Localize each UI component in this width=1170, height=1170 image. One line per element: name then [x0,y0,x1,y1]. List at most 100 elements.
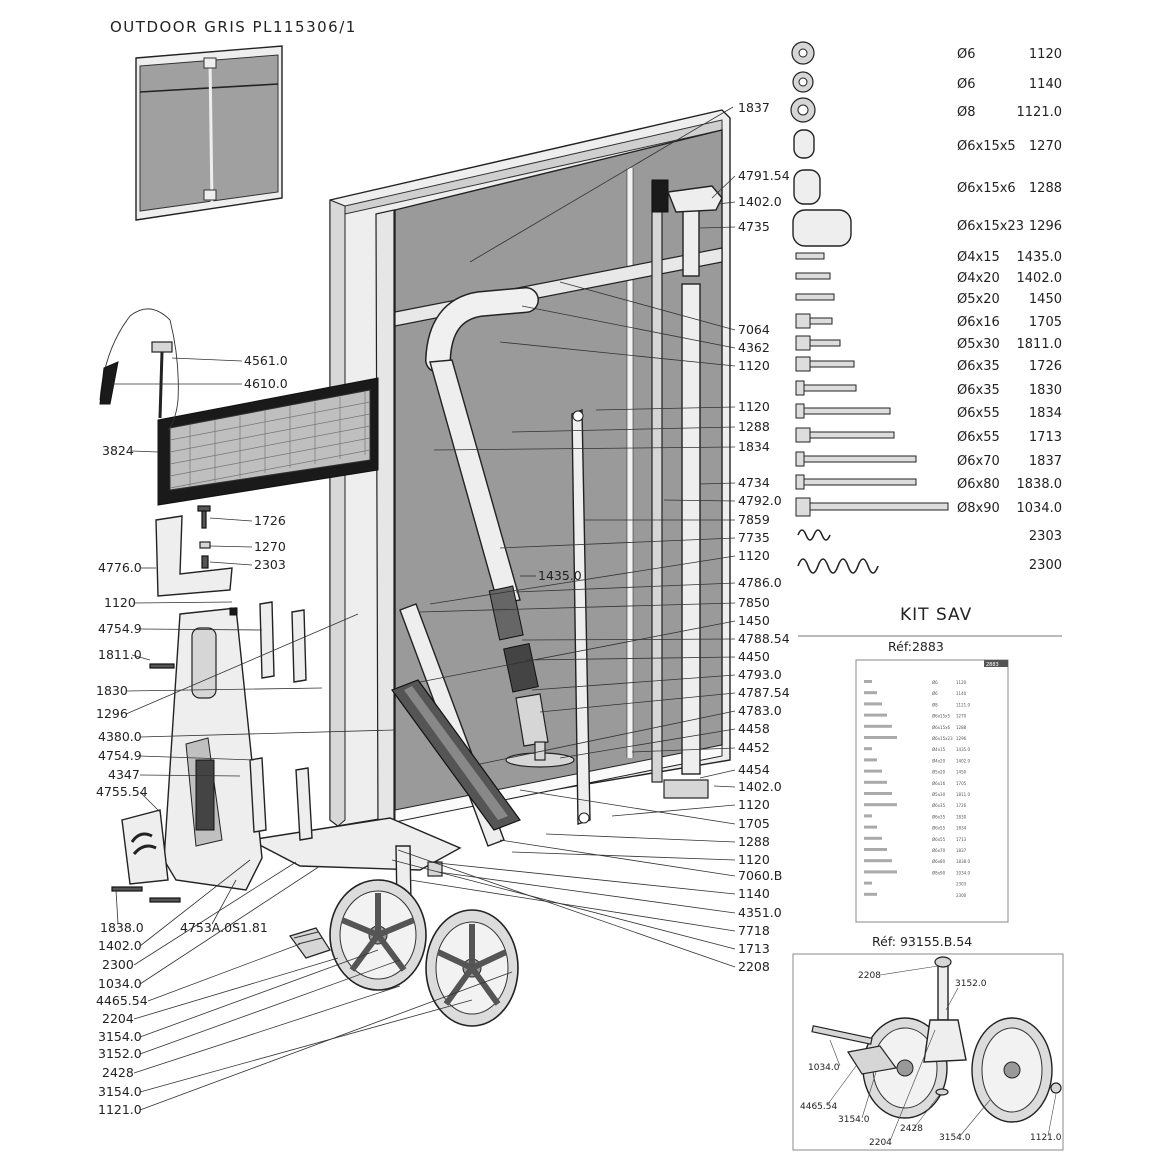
kit-row-size: Ø6 [932,691,938,696]
side-panel [121,607,263,891]
kit-row-size: Ø6x15x5 [932,714,951,719]
hardware-size: Ø8x90 [957,501,1000,516]
wheel-left [329,879,427,991]
kit-row-icon [864,680,872,683]
callout-7859: 7859 [738,512,770,527]
kit-row-ref: 1120 [956,680,967,685]
hardware-ref: 1834 [1029,406,1062,421]
leader-4755.54 [139,791,161,813]
callout-7718: 7718 [738,923,770,938]
leader-2428 [133,985,401,1074]
kit-row-ref: 1838.0 [956,859,970,864]
callout-1288-b: 1288 [738,834,770,849]
leader-1034.0 [139,865,321,985]
callout-1402.0-top: 1402.0 [738,194,782,209]
leader-4753A.0S1.81 [211,879,237,925]
kit-row-size: Ø4x20 [932,758,946,763]
callout-1270: 1270 [254,539,286,554]
leader-1120-f [133,601,233,604]
diagram-title: OUTDOOR GRIS PL115306/1 [110,18,357,36]
kit-card-code: 2883 [986,662,999,668]
leader-7735 [499,537,736,549]
kit-row-ref: 1834 [956,826,967,831]
hardware-icons [790,41,949,574]
kit-row-ref: 1435.0 [956,747,970,752]
callout-2428: 2428 [102,1065,134,1080]
hardware-size: Ø6x35 [957,359,1000,374]
kit-row-size: Ø5x30 [932,792,946,797]
kit-row-icon [864,758,877,762]
leader-4783.0 [479,710,736,765]
callout-1713: 1713 [738,941,770,956]
kit-row-icon [864,780,887,784]
leader-1288-a [511,426,736,433]
kit-row-ref: 2300 [956,893,967,898]
callout-1834: 1834 [738,439,770,454]
hardware-ref: 2303 [1029,529,1062,544]
hardware-size: Ø6x55 [957,406,1000,421]
hardware-size: Ø4x20 [957,271,1000,286]
callout-4783.0: 4783.0 [738,703,782,718]
callout-4610.0: 4610.0 [244,376,288,391]
leader-3824 [131,450,159,453]
kit-row-ref: 1121.0 [956,702,970,707]
leader-1296 [125,613,359,715]
leader-1402.0-bot [139,859,251,947]
leader-4791.54 [711,175,736,199]
leader-3154.0-b [139,999,473,1093]
kit-row-ref: 1830 [956,814,967,819]
kit-row-ref: 1713 [956,837,967,842]
hardware-ref: 1726 [1029,359,1062,374]
kit-row-icon [864,747,872,751]
kit-row-size: Ø5x20 [932,770,946,775]
leader-4793.0 [531,674,736,691]
left-fasteners [111,505,238,903]
callout-4458: 4458 [738,721,770,736]
hardware-size: Ø6x80 [957,477,1000,492]
brace-7859 [571,408,591,825]
hardware-ref: 1140 [1029,77,1062,92]
wk-1034: 1034.0 [808,1063,840,1073]
callout-1120-d: 1120 [738,797,770,812]
callout-1705: 1705 [738,816,770,831]
callout-3154.0-b: 3154.0 [98,1084,142,1099]
leader-1830 [125,687,323,692]
leader-2303 [209,561,253,566]
callout-2204: 2204 [102,1011,134,1026]
side-strips [249,601,313,841]
hardware-ref: 1288 [1029,181,1062,196]
leader-1120-b [595,406,736,411]
hardware-ref: 1811.0 [1017,337,1063,352]
kit-row-icon [864,836,882,840]
callout-7735: 7735 [738,530,770,545]
kit-row-ref: 1270 [956,714,967,719]
leader-2208 [397,849,736,968]
callout-1121.0: 1121.0 [98,1102,142,1117]
table-thumbnail [135,45,283,221]
leader-1450 [419,620,736,683]
leader-7718 [409,879,736,932]
kit-row-size: Ø4x15 [932,747,946,752]
wk-3152: 3152.0 [955,979,987,989]
leader-1713 [391,859,736,950]
leader-1270 [209,545,253,548]
kit-row-ref: 1450 [956,770,967,775]
hardware-ref: 1296 [1029,219,1062,234]
leader-4754.9-a [139,628,263,631]
callout-1120-e: 1120 [738,852,770,867]
callout-3824: 3824 [102,443,134,458]
kit-row-size: Ø8x90 [932,870,946,875]
wheel-kit-labels: 2208 3152.0 1034.0 4465.54 3154.0 2204 2… [800,965,1062,1148]
hardware-ref: 1121.0 [1017,105,1063,120]
callout-4561.0: 4561.0 [244,353,288,368]
callout-2303: 2303 [254,557,286,572]
pin-and-cord [99,308,179,431]
hardware-ref: 1713 [1029,430,1062,445]
wk-1121: 1121.0 [1030,1133,1062,1143]
hardware-ref: 2300 [1029,558,1062,573]
leader-4362 [521,305,736,349]
callout-2208: 2208 [738,959,770,974]
